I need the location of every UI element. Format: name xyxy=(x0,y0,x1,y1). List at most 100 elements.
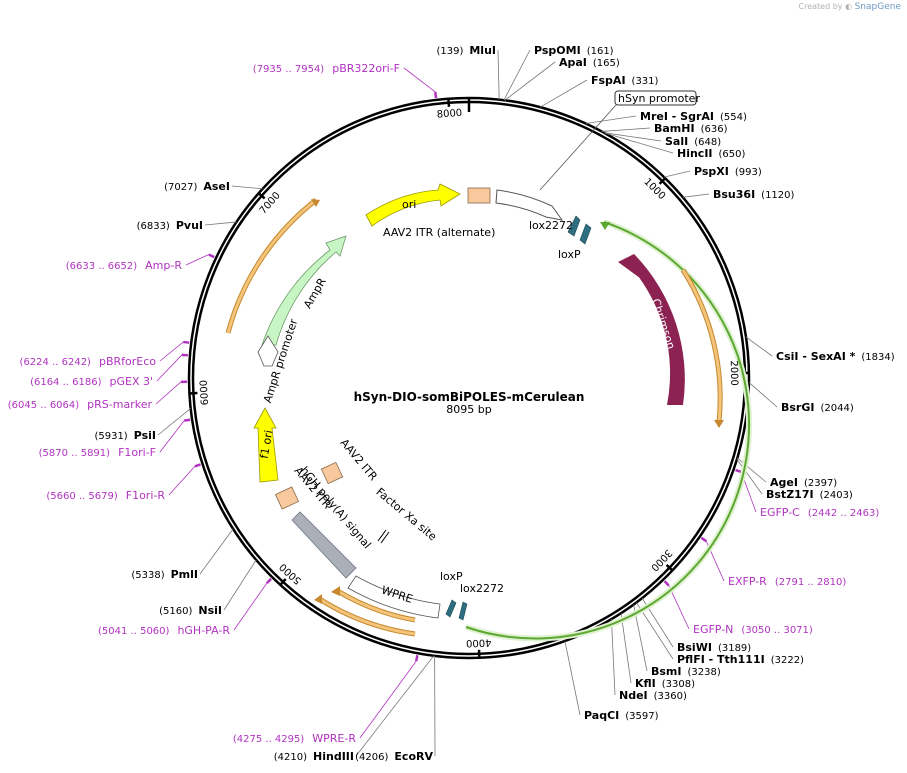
site-position: (648) xyxy=(694,137,721,148)
ampr-promoter-feature xyxy=(257,335,279,367)
tick-mark xyxy=(279,578,287,586)
site-leader xyxy=(748,382,778,408)
primer-label-group: WPRE-R (4275 .. 4295) xyxy=(233,732,356,745)
ori-label: ori xyxy=(402,198,416,211)
site-name: PspOMI xyxy=(534,44,581,57)
primer-range: (5870 .. 5891) xyxy=(39,448,111,459)
site-label-group: MluI (139) xyxy=(436,44,496,57)
orf-arc-left-fill xyxy=(226,198,317,334)
primer-leader xyxy=(233,582,268,631)
site-position: (993) xyxy=(735,167,762,178)
green-highlight-arc xyxy=(465,221,750,640)
primer-label-group: F1ori-R (5660 .. 5679) xyxy=(46,489,165,502)
site-leader xyxy=(503,49,531,101)
chrimson-feature xyxy=(618,254,685,405)
lox2272-top-label: lox2272 xyxy=(529,219,573,232)
tick-mark xyxy=(658,177,667,185)
primer-label-group: EXFP-R(2791 .. 2810) xyxy=(728,575,846,588)
site-position: (2397) xyxy=(804,478,837,489)
site-label-group: BsmI(3238) xyxy=(651,665,721,678)
site-label-group: BstZ17I(2403) xyxy=(766,488,853,501)
site-position: (139) xyxy=(436,46,463,57)
f1-ori-label: f1 ori xyxy=(258,429,276,460)
site-name: NdeI xyxy=(619,689,648,702)
primer-mark xyxy=(735,468,742,474)
primer-range: (5041 .. 5060) xyxy=(98,626,170,637)
hsyn-promoter-leader xyxy=(539,104,617,191)
lox2272-bottom-label: lox2272 xyxy=(460,582,504,595)
factor-xa-mark-2 xyxy=(380,531,390,544)
primer-leader xyxy=(403,67,436,93)
snapgene-icon: ◐ xyxy=(845,2,853,11)
site-name: AseI xyxy=(203,180,230,193)
site-position: (2044) xyxy=(820,403,853,414)
site-name: NsiI xyxy=(198,604,222,617)
ampr-feature xyxy=(261,235,347,346)
site-label-group: Bsu36I(1120) xyxy=(713,188,795,201)
site-leader xyxy=(604,132,674,154)
orf-arc-left-arrowhead xyxy=(311,199,320,207)
primer-mark xyxy=(208,253,215,259)
primer-mark xyxy=(265,577,272,585)
primer-label-group: EGFP-N(3050 .. 3071) xyxy=(693,623,813,636)
primer-name: WPRE-R xyxy=(312,732,356,745)
primer-leader xyxy=(185,254,209,266)
site-position: (3597) xyxy=(625,711,658,722)
primer-range: (5660 .. 5679) xyxy=(46,491,118,502)
site-label-group: EcoRV(4206) xyxy=(355,750,433,763)
site-position: (3238) xyxy=(688,667,721,678)
primer-name: F1ori-R xyxy=(126,489,166,502)
orf-arc-bottom-outer-fill xyxy=(317,596,416,636)
primer-mark xyxy=(663,580,670,587)
site-name: MluI xyxy=(469,44,496,57)
site-position: (4206) xyxy=(355,752,388,763)
primer-label-group: F1ori-F (5870 .. 5891) xyxy=(39,446,156,459)
primer-mark xyxy=(183,418,191,422)
hsyn-promoter-label-box xyxy=(614,90,697,106)
factor-xa-label: Factor Xa site xyxy=(373,485,439,543)
primer-range: (4275 .. 4295) xyxy=(233,734,305,745)
site-leader xyxy=(497,49,500,100)
primer-name: F1ori-F xyxy=(118,446,156,459)
site-label-group: PspOMI(161) xyxy=(534,44,614,57)
primer-name: pRS-marker xyxy=(87,398,152,411)
primer-name: pGEX 3' xyxy=(109,375,153,388)
tick-mark xyxy=(447,98,451,107)
green-highlight-glow xyxy=(465,219,752,642)
site-leader xyxy=(682,193,710,198)
primer-range: (6633 .. 6652) xyxy=(66,261,138,272)
primer-leader xyxy=(159,341,184,362)
site-label-group: AgeI(2397) xyxy=(770,476,837,489)
site-name: BsiWI xyxy=(677,641,712,654)
primer-labels: pBR322ori-F(7935 .. 7954)EGFP-C(2442 .. … xyxy=(8,62,880,745)
site-label-group: NdeI(3360) xyxy=(619,689,687,702)
site-label-group: MreI - SgrAI(554) xyxy=(640,110,747,123)
f1-ori-feature xyxy=(253,407,279,483)
lox2272-bottom-feature xyxy=(458,601,468,621)
site-leader xyxy=(564,640,581,716)
site-leader xyxy=(504,61,556,101)
site-label-group: PvuI(6833) xyxy=(137,219,203,232)
lox2272-top-feature xyxy=(567,215,581,237)
site-label-group: FspAI(331) xyxy=(591,74,659,87)
site-name: SalI xyxy=(665,135,688,148)
primer-leader xyxy=(168,465,196,496)
orf-arc-right-arrowhead xyxy=(714,420,724,428)
primer-leader xyxy=(155,381,182,405)
site-label-group: PspXI(993) xyxy=(694,165,762,178)
site-leader xyxy=(663,170,691,178)
site-leader xyxy=(157,408,191,436)
ori-feature xyxy=(365,183,461,227)
site-position: (3308) xyxy=(662,679,695,690)
primer-range: (6045 .. 6064) xyxy=(8,400,80,411)
tick-mark xyxy=(257,192,266,200)
site-name: CsiI - SexAI * xyxy=(776,350,856,363)
site-leader xyxy=(611,619,616,696)
site-leader xyxy=(745,336,773,357)
site-name: KflI xyxy=(635,677,656,690)
factor-xa-mark-1 xyxy=(377,529,387,542)
credit: Created by ◐ SnapGene xyxy=(799,2,902,12)
primer-mark xyxy=(434,91,438,99)
primer-leader xyxy=(159,420,185,453)
primer-range: (2442 .. 2463) xyxy=(808,508,880,519)
